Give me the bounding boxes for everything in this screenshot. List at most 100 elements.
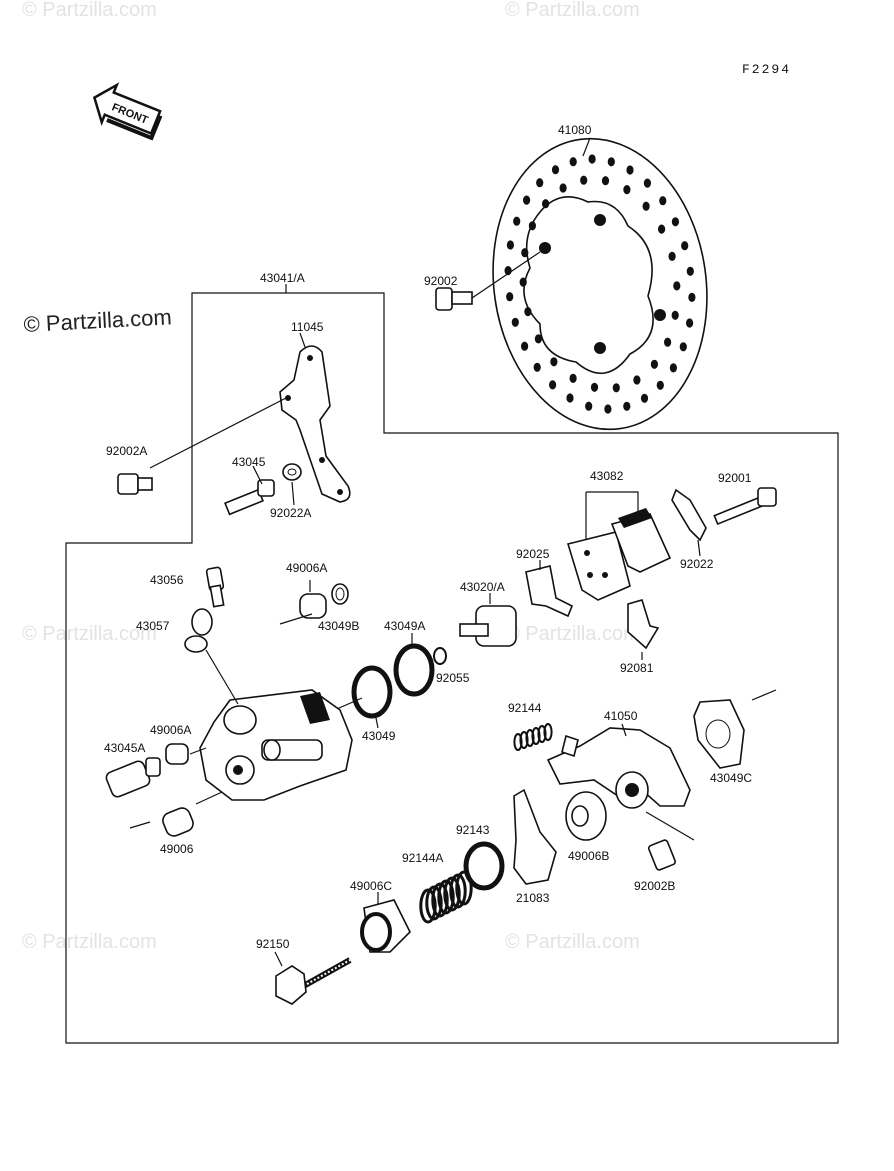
watermark-main: © Partzilla.com — [23, 304, 172, 337]
leader-line — [375, 717, 379, 729]
part-label-92025: 92025 — [516, 547, 550, 561]
boot-49006A-mid — [165, 743, 189, 765]
watermark-faint: © Partzilla.com — [22, 623, 157, 645]
part-label-49006A-top: 49006A — [286, 561, 327, 575]
part-label-43049: 43049 — [362, 729, 396, 743]
disc-hole — [604, 404, 612, 414]
part-label-43045: 43045 — [232, 455, 266, 469]
lever-21083 — [513, 788, 557, 885]
bleeder-43056 — [205, 566, 225, 608]
leader-line — [274, 951, 283, 967]
spring-92144A — [419, 870, 473, 924]
assembly-frame — [65, 292, 839, 1044]
spring-92144 — [513, 723, 553, 751]
bolt-92002B — [647, 839, 677, 871]
disc-hole — [664, 337, 672, 347]
brake-disc — [492, 137, 708, 431]
part-label-92143: 92143 — [456, 823, 490, 837]
disc-hole — [673, 281, 681, 291]
part-label-21083: 21083 — [516, 891, 550, 905]
disc-hole — [623, 401, 631, 411]
boot-49006C — [360, 899, 411, 953]
disc-hole — [550, 357, 558, 367]
leader-line — [279, 613, 313, 625]
part-label-92144: 92144 — [508, 701, 542, 715]
part-label-49006: 49006 — [160, 842, 194, 856]
spring-coil — [449, 873, 467, 909]
disc-hole — [681, 241, 689, 251]
disc-hole — [569, 373, 577, 383]
disc-hole — [511, 317, 519, 327]
part-label-43049C: 43049C — [710, 771, 752, 785]
spring-coil — [431, 882, 449, 918]
collar-92143 — [463, 841, 505, 891]
disc-hole — [580, 175, 588, 185]
leader-line — [189, 747, 207, 755]
disc-hole — [513, 216, 521, 226]
boot-49006 — [162, 807, 194, 837]
part-label-49006A-mid: 49006A — [150, 723, 191, 737]
bushing-49006B — [565, 791, 607, 841]
seal-43049A — [393, 643, 435, 697]
bolt-92002 — [435, 251, 541, 311]
disc-hole — [528, 221, 537, 231]
spring-coil — [443, 876, 461, 912]
spring-coil — [513, 733, 523, 751]
part-label-43041A: 43041/A — [260, 271, 305, 285]
watermark-faint: © Partzilla.com — [22, 0, 157, 21]
watermark-faint: © Partzilla.com — [22, 931, 157, 953]
part-label-92144A: 92144A — [402, 851, 443, 865]
bolt-92002A — [117, 473, 153, 495]
disc-hole — [668, 251, 676, 261]
part-label-11045: 11045 — [291, 320, 324, 334]
oring-92055 — [433, 647, 447, 665]
part-label-43045A: 43045A — [104, 741, 145, 755]
gasket-43049C — [693, 699, 745, 769]
caliper-body — [199, 689, 353, 801]
part-label-92055: 92055 — [436, 671, 470, 685]
front-arrow-icon: FRONT — [92, 82, 163, 141]
disc-hole — [533, 362, 541, 372]
disc-hole — [536, 178, 544, 188]
part-label-43056: 43056 — [150, 573, 184, 587]
bolt-92001 — [713, 487, 777, 526]
part-label-43020A: 43020/A — [460, 580, 505, 594]
disc-hole — [590, 382, 599, 392]
spring-coil — [537, 725, 547, 743]
part-label-49006B: 49006B — [568, 849, 609, 863]
disc-hole — [626, 165, 634, 175]
disc-hole — [549, 380, 557, 390]
disc-hole — [688, 292, 696, 302]
disc-hole — [659, 196, 667, 206]
disc-hole — [519, 277, 527, 287]
leader-line — [129, 821, 151, 829]
disc-hole — [506, 240, 514, 250]
disc-hole — [656, 380, 664, 390]
part-label-43082: 43082 — [590, 469, 624, 483]
part-label-92002B: 92002B — [634, 879, 675, 893]
part-label-43049B: 43049B — [318, 619, 359, 633]
brake-pads-43082 — [566, 508, 672, 601]
pin-43045 — [224, 479, 275, 516]
leader-line — [645, 811, 695, 841]
disc-hole — [534, 334, 543, 344]
disc-hole — [569, 157, 577, 167]
cap-43057 — [184, 608, 213, 653]
leader-line — [585, 491, 639, 540]
watermark-faint: © Partzilla.com — [505, 0, 640, 21]
spring-coil — [437, 879, 455, 915]
part-label-92001: 92001 — [718, 471, 752, 485]
disc-hole — [686, 318, 694, 328]
leader-line — [697, 539, 701, 557]
spring-coil — [531, 727, 541, 745]
bracket-11045 — [279, 345, 351, 503]
part-label-43057: 43057 — [136, 619, 170, 633]
seal-43049 — [351, 665, 393, 719]
disc-hole — [612, 383, 620, 393]
pin-43045A — [105, 757, 161, 798]
disc-hole — [669, 363, 678, 373]
disc-hole — [671, 310, 679, 320]
disc-hole — [679, 342, 687, 352]
disc-hole — [650, 359, 659, 369]
disc-hole — [601, 176, 610, 186]
